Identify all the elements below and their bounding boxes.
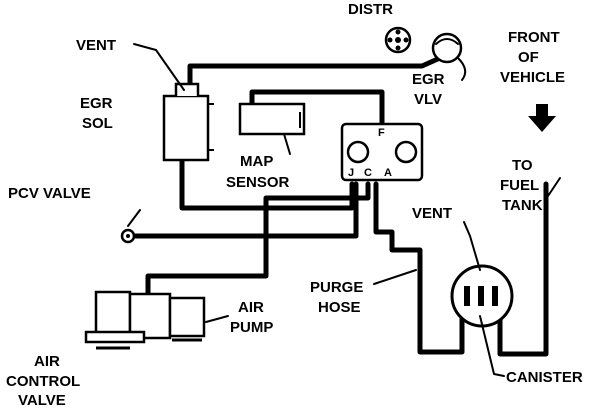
arrow-down-icon	[528, 104, 556, 132]
vacuum-block	[340, 122, 424, 182]
air-control-valve-label-2: CONTROL	[6, 373, 80, 390]
air-pump	[168, 296, 229, 342]
canister-label: CANISTER	[506, 369, 583, 386]
egr-vlv-label-1: EGR	[412, 71, 445, 88]
purge-hose	[373, 181, 465, 355]
port-f-label: F	[378, 127, 385, 139]
vent-canister-label: VENT	[412, 205, 452, 222]
egr-sol-label-2: SOL	[82, 115, 113, 132]
air-control-valve	[84, 290, 172, 350]
distr-label: DISTR	[348, 1, 393, 18]
canister	[450, 221, 514, 377]
canister-leader	[479, 315, 505, 377]
front-of-vehicle-label-2: OF	[518, 49, 539, 66]
port-j-label: J	[348, 167, 354, 179]
hose-egr-sol-to-egr-valve	[187, 55, 443, 95]
purge-hose-label-1: PURGE	[310, 279, 363, 296]
to-fuel-tank-label-3: TANK	[502, 197, 543, 214]
pcv-valve	[120, 209, 141, 244]
pcv-valve-label: PCV VALVE	[8, 185, 91, 202]
egr-valve	[431, 32, 467, 81]
to-fuel-tank-label-1: TO	[512, 157, 533, 174]
egr-vlv-label-2: VLV	[414, 91, 442, 108]
vent-top-leader	[133, 43, 185, 91]
purge-hose-label-2: HOSE	[318, 299, 361, 316]
air-control-valve-label-1: AIR	[34, 353, 60, 370]
hose-pcv-to-port-j	[130, 181, 359, 239]
egr-solenoid	[162, 82, 214, 162]
hose-air-control-to-port-c	[145, 181, 371, 297]
air-pump-leader	[205, 315, 229, 323]
hose-canister-to-fuel-tank	[497, 181, 549, 357]
map-sensor	[238, 102, 306, 155]
vent-top-label: VENT	[76, 37, 116, 54]
fuel-tank-leader	[547, 177, 561, 197]
front-of-vehicle-label-1: FRONT	[508, 29, 560, 46]
air-pump-label-2: PUMP	[230, 319, 273, 336]
egr-valve-leader	[457, 57, 467, 81]
air-pump-label-1: AIR	[238, 299, 264, 316]
map-sensor-leader	[283, 133, 291, 155]
air-control-valve-label-3: VALVE	[18, 392, 66, 408]
distributor-icon	[384, 26, 412, 54]
purge-hose-leader	[373, 269, 417, 285]
port-c-label: C	[364, 167, 372, 179]
front-of-vehicle-label-3: VEHICLE	[500, 69, 565, 86]
egr-sol-label-1: EGR	[80, 95, 113, 112]
pcv-valve-leader	[127, 209, 141, 227]
port-a-label: A	[384, 167, 392, 179]
to-fuel-tank-label-2: FUEL	[500, 177, 539, 194]
vent-canister-leader	[463, 221, 481, 271]
map-sensor-label-2: SENSOR	[226, 174, 290, 191]
map-sensor-label-1: MAP	[240, 153, 273, 170]
